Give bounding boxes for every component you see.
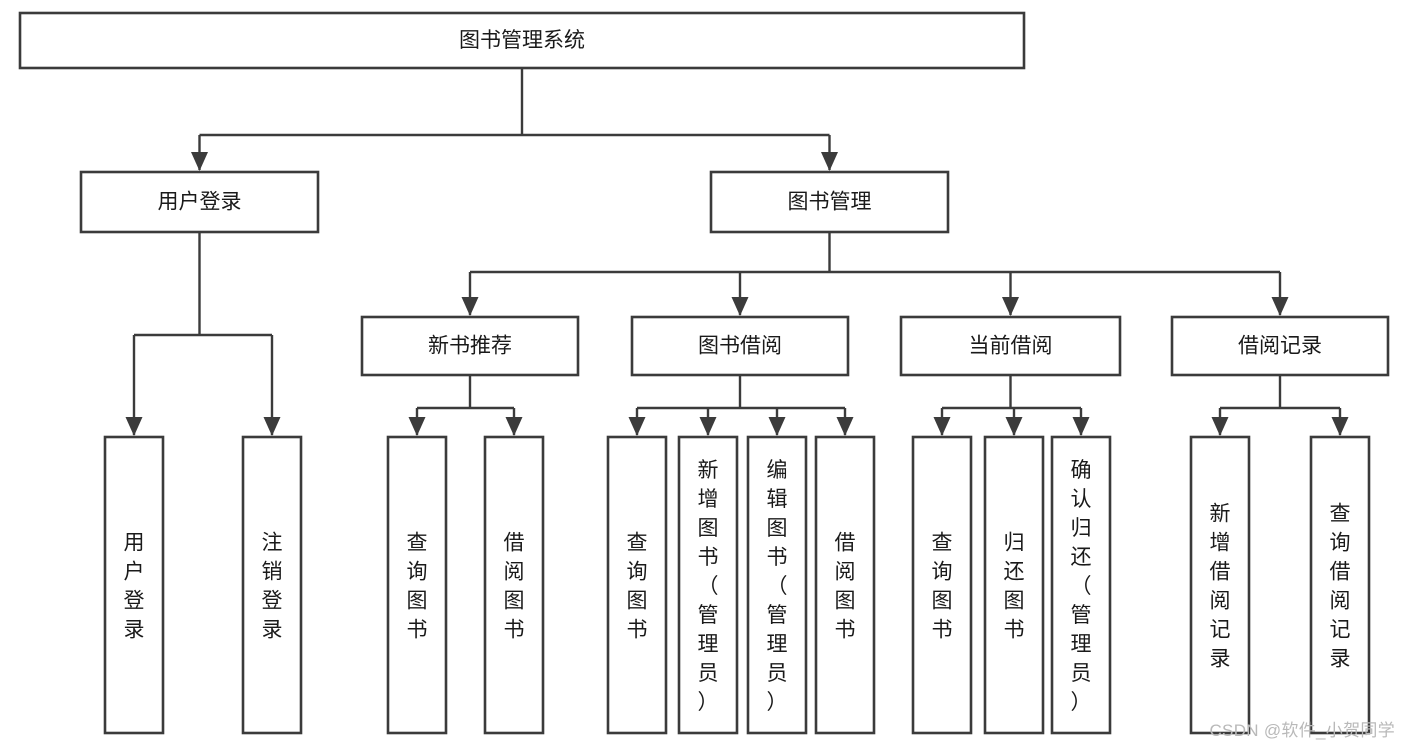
node-label-leaf-borrow-book-2: 借阅图书: [835, 532, 856, 642]
node-box-leaf-query-book-3: [911, 435, 973, 735]
node-label-leaf-edit-book: 编辑图书（管理员）: [767, 459, 788, 714]
node-new-book-recommend[interactable]: 新书推荐: [360, 315, 580, 377]
node-box-leaf-query-book-1: [386, 435, 448, 735]
node-box-leaf-borrow-book-2: [814, 435, 876, 735]
node-label-leaf-confirm-return: 确认归还（管理员）: [1071, 459, 1092, 714]
node-leaf-confirm-return[interactable]: 确认归还（管理员）: [1050, 435, 1112, 735]
arrow-head-icon-user-login: [191, 152, 208, 171]
node-label-root: 图书管理系统: [459, 29, 585, 52]
node-book-borrow[interactable]: 图书借阅: [630, 315, 850, 377]
node-label-new-book-recommend: 新书推荐: [428, 335, 512, 358]
arrow-head-icon-leaf-add-book: [699, 417, 717, 436]
node-box-leaf-return-book: [983, 435, 1045, 735]
arrow-head-icon-leaf-borrow-book-2: [836, 417, 854, 436]
node-label-current-borrow: 当前借阅: [969, 335, 1053, 358]
arrow-head-icon-new-book-recommend: [461, 297, 479, 316]
node-label-book-borrow: 图书借阅: [698, 335, 782, 358]
node-label-user-login: 用户登录: [158, 191, 242, 214]
node-box-book-management: [709, 170, 950, 234]
arrow-head-icon-current-borrow: [1002, 297, 1019, 316]
node-leaf-user-logout[interactable]: 注销登录: [241, 435, 303, 735]
node-label-leaf-return-book: 归还图书: [1004, 532, 1025, 642]
node-boxes: 图书管理系统用户登录图书管理新书推荐图书借阅当前借阅借阅记录用户登录注销登录查询…: [18, 11, 1390, 735]
node-box-leaf-user-login: [103, 435, 165, 735]
node-label-leaf-borrow-book-1: 借阅图书: [504, 532, 525, 642]
node-root[interactable]: 图书管理系统: [18, 11, 1026, 70]
arrow-head-icon-leaf-confirm-return: [1072, 417, 1090, 436]
arrow-head-icon-leaf-borrow-book-1: [505, 417, 523, 436]
node-label-leaf-query-record: 查询借阅记录: [1330, 503, 1351, 671]
node-leaf-borrow-book-1[interactable]: 借阅图书: [483, 435, 545, 735]
node-label-leaf-add-book: 新增图书（管理员）: [698, 459, 719, 714]
node-leaf-query-record[interactable]: 查询借阅记录: [1309, 435, 1371, 735]
node-box-leaf-query-record: [1309, 435, 1371, 735]
node-box-root: [18, 11, 1026, 70]
node-label-leaf-user-logout: 注销登录: [262, 532, 283, 642]
node-leaf-user-login[interactable]: 用户登录: [103, 435, 165, 735]
node-box-new-book-recommend: [360, 315, 580, 377]
node-label-leaf-query-book-3: 查询图书: [932, 532, 953, 642]
node-current-borrow[interactable]: 当前借阅: [899, 315, 1122, 377]
arrow-head-icon-leaf-query-book-1: [408, 417, 426, 436]
node-box-leaf-query-book-2: [606, 435, 668, 735]
node-borrow-record[interactable]: 借阅记录: [1170, 315, 1390, 377]
arrow-head-icon-leaf-return-book: [1005, 417, 1023, 436]
node-leaf-add-record[interactable]: 新增借阅记录: [1189, 435, 1251, 735]
node-label-leaf-user-login: 用户登录: [124, 532, 145, 642]
arrow-head-icon-leaf-query-book-2: [628, 417, 646, 436]
connector-lines: [125, 68, 1349, 436]
arrow-head-icon-leaf-add-record: [1211, 417, 1229, 436]
arrow-head-icon-leaf-edit-book: [768, 417, 786, 436]
node-leaf-query-book-3[interactable]: 查询图书: [911, 435, 973, 735]
node-box-leaf-borrow-book-1: [483, 435, 545, 735]
node-box-current-borrow: [899, 315, 1122, 377]
node-box-book-borrow: [630, 315, 850, 377]
node-box-borrow-record: [1170, 315, 1390, 377]
arrow-head-icon-book-management: [821, 152, 838, 171]
arrow-head-icon-leaf-user-login: [125, 417, 143, 436]
node-box-leaf-add-book: [677, 435, 739, 735]
watermark-text: CSDN @软件_小贺同学: [1209, 721, 1395, 740]
node-leaf-borrow-book-2[interactable]: 借阅图书: [814, 435, 876, 735]
node-box-leaf-confirm-return: [1050, 435, 1112, 735]
node-label-book-management: 图书管理: [788, 191, 872, 214]
node-leaf-add-book[interactable]: 新增图书（管理员）: [677, 435, 739, 735]
node-book-management[interactable]: 图书管理: [709, 170, 950, 234]
arrow-head-icon-leaf-user-logout: [263, 417, 281, 436]
node-leaf-query-book-2[interactable]: 查询图书: [606, 435, 668, 735]
node-box-leaf-user-logout: [241, 435, 303, 735]
node-label-leaf-query-book-2: 查询图书: [627, 532, 648, 642]
node-leaf-return-book[interactable]: 归还图书: [983, 435, 1045, 735]
node-box-user-login: [79, 170, 320, 234]
node-label-leaf-query-book-1: 查询图书: [407, 532, 428, 642]
arrow-head-icon-leaf-query-record: [1331, 417, 1349, 436]
node-label-borrow-record: 借阅记录: [1238, 335, 1322, 358]
node-user-login[interactable]: 用户登录: [79, 170, 320, 234]
arrow-head-icon-borrow-record: [1271, 297, 1289, 316]
arrow-head-icon-leaf-query-book-3: [933, 417, 951, 436]
node-leaf-query-book-1[interactable]: 查询图书: [386, 435, 448, 735]
node-box-leaf-add-record: [1189, 435, 1251, 735]
arrow-head-icon-book-borrow: [731, 297, 749, 316]
node-label-leaf-add-record: 新增借阅记录: [1210, 503, 1231, 671]
node-box-leaf-edit-book: [746, 435, 808, 735]
node-leaf-edit-book[interactable]: 编辑图书（管理员）: [746, 435, 808, 735]
